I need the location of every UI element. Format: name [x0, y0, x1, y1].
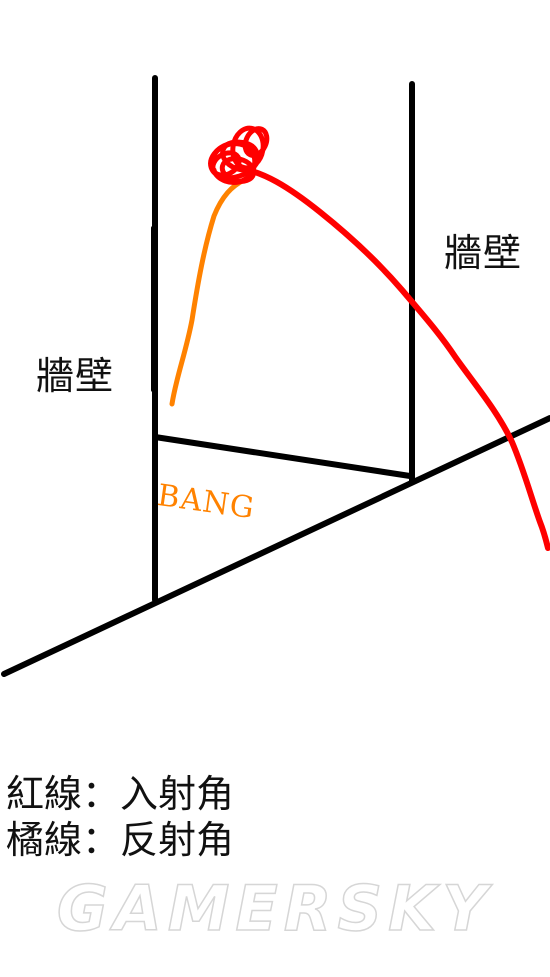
right-wall-label: 牆壁: [444, 231, 523, 275]
legend-red-line: 紅線：入射角: [6, 772, 235, 816]
crossbar-line: [152, 434, 413, 479]
red-incidence-path: [233, 165, 550, 551]
red-scribble-knot: [208, 125, 270, 185]
floor-line: [1, 415, 550, 677]
watermark-logo: GAMERSKY: [56, 871, 494, 946]
left-wall-label: 牆壁: [36, 354, 115, 398]
orange-reflection-path: [169, 177, 247, 407]
legend-orange-line: 橘線：反射角: [6, 818, 235, 862]
